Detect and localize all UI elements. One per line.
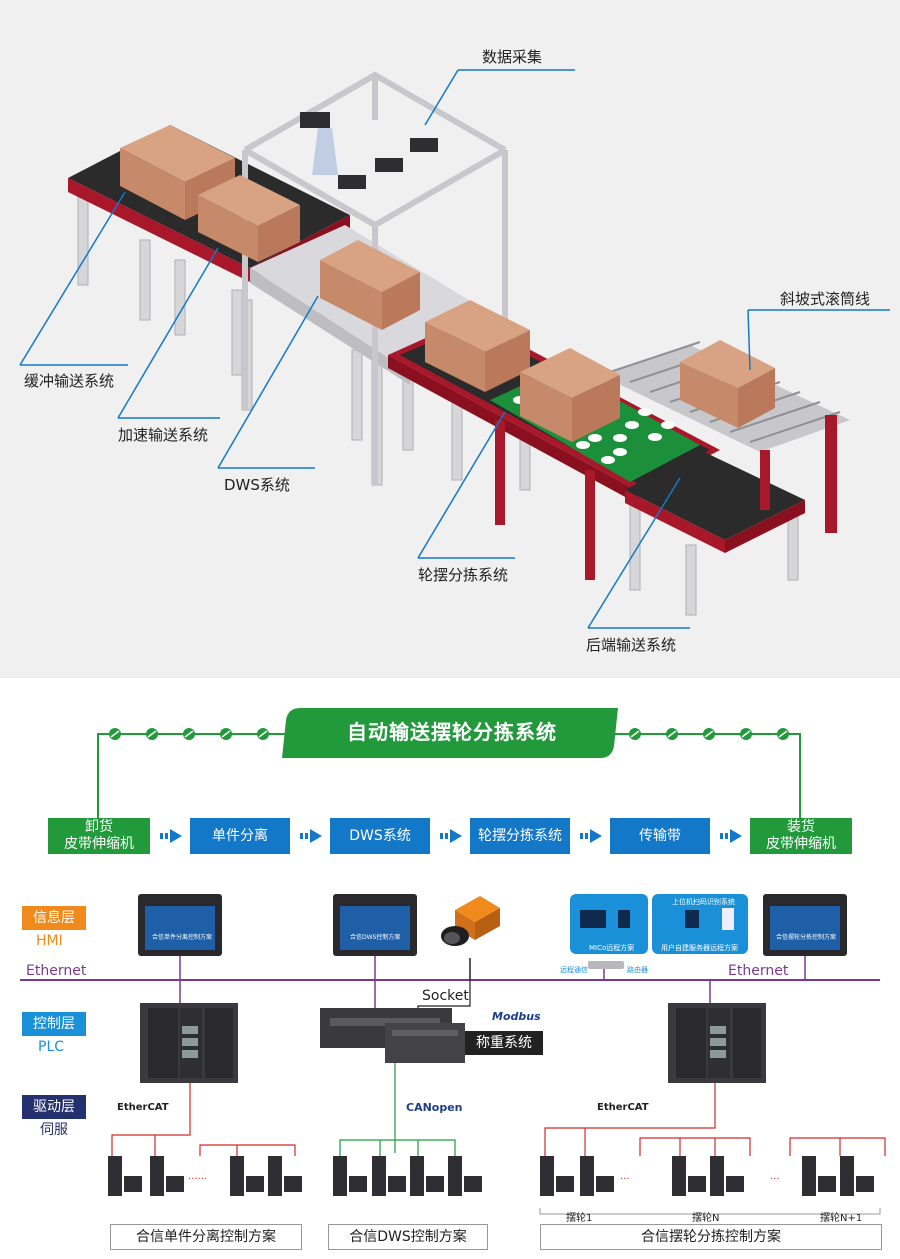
flow-conveyor-belt-label: 传输带 [639, 827, 681, 844]
label-wheel-sorter: 轮摆分拣系统 [418, 566, 509, 584]
hmi2-screen-text: 合信DWS控制方案 [350, 934, 401, 941]
layer-drive-sub: 伺服 [40, 1122, 68, 1138]
camera-icon [441, 896, 500, 946]
router-label: 路由器 [627, 966, 648, 974]
ethernet-label-right: Ethernet [728, 963, 789, 979]
remote-comm-label: 远程通信 [560, 966, 588, 974]
footer-single-separation: 合信单件分离控制方案 [110, 1224, 302, 1250]
layer-info-tag: 信息层 [22, 906, 86, 930]
label-buffer-conveyor: 缓冲输送系统 [24, 372, 115, 390]
weighing-system-box: 称重系统 [465, 1031, 543, 1055]
layer-ctrl-tag: 控制层 [22, 1012, 86, 1036]
flow-dws: DWS系统 [330, 818, 430, 854]
flow-dws-label: DWS系统 [349, 827, 411, 844]
micro-remote-label: MICo远程方案 [589, 944, 635, 952]
plc-modules [140, 1003, 766, 1083]
label-incline-roller: 斜坡式滚筒线 [780, 290, 871, 308]
flow-wheel-sorter-label: 轮摆分拣系统 [478, 827, 562, 844]
footer-dws: 合信DWS控制方案 [328, 1224, 488, 1250]
flow-load-line1: 装货 [787, 819, 815, 835]
footer-wheel-sorter: 合信摆轮分拣控制方案 [540, 1224, 882, 1250]
diagram-title: 自动输送摆轮分拣系统 [347, 720, 557, 744]
ethercat-logo-left: EtherCAT [117, 1102, 169, 1113]
flow-wheel-sorter: 轮摆分拣系统 [470, 818, 570, 854]
modbus-logo: Modbus [492, 1010, 541, 1023]
label-data-collection: 数据采集 [482, 48, 543, 66]
conveyor-illustration: 数据采集 斜坡式滚筒线 缓冲输送系统 加速输送系统 DWS系统 轮摆分拣系统 后… [0, 0, 900, 678]
flow-load-line2: 皮带伸缩机 [766, 836, 836, 852]
label-accel-conveyor: 加速输送系统 [118, 426, 209, 444]
flow-arrow-icon [160, 829, 182, 843]
hmi1-screen-text: 合信单件分离控制方案 [152, 934, 213, 941]
flow-arrow-icon [300, 829, 322, 843]
system-diagram: 自动输送摆轮分拣系统 卸货 皮带伸缩机 单件分离 DWS系统 轮摆分拣系统 传输… [0, 678, 900, 1259]
flow-load-extender: 装货 皮带伸缩机 [750, 818, 852, 854]
wheel-n1-label: 摆轮N+1 [820, 1213, 863, 1224]
label-rear-conveyor: 后端输送系统 [586, 636, 677, 654]
layer-drive-tag: 驱动层 [22, 1095, 86, 1119]
canopen-logo: CANopen [406, 1101, 463, 1114]
hmi-monitors [138, 894, 847, 956]
flow-unload-line1: 卸货 [85, 819, 113, 835]
ethercat-logo-right: EtherCAT [597, 1102, 649, 1113]
conveyor-drawing [19, 69, 890, 629]
label-dws-system: DWS系统 [224, 476, 290, 494]
cloud-top-label: 上位机扫码识别系统 [672, 898, 735, 906]
servo-drives [108, 1156, 874, 1196]
wheel-1-label: 摆轮1 [566, 1213, 593, 1224]
socket-label: Socket [422, 988, 469, 1004]
flow-single-separation: 单件分离 [190, 818, 290, 854]
flow-single-separation-label: 单件分离 [212, 827, 268, 844]
wheel-n-label: 摆轮N [692, 1213, 720, 1224]
flow-unload-line2: 皮带伸缩机 [64, 836, 134, 852]
layer-info-sub: HMI [36, 933, 63, 949]
router-icon [588, 961, 624, 969]
servo-dots-right: ··· [770, 1174, 780, 1185]
diagram-lines [20, 708, 886, 1215]
flow-arrow-icon [720, 829, 742, 843]
micro-remote-panel [570, 894, 648, 954]
servo-dots-left: ······ [188, 1174, 208, 1185]
title-bar-bg [282, 708, 618, 758]
hmi3-screen-text: 合信摆轮分拣控制方案 [776, 934, 837, 941]
flow-arrow-icon [580, 829, 602, 843]
user-server-label: 用户自建服务器远程方案 [661, 944, 738, 952]
layer-ctrl-sub: PLC [38, 1039, 65, 1055]
flow-arrow-icon [440, 829, 462, 843]
servo-dots-mid: ··· [620, 1174, 630, 1185]
flow-conveyor-belt: 传输带 [610, 818, 710, 854]
flow-unload-extender: 卸货 皮带伸缩机 [48, 818, 150, 854]
ethernet-label-left: Ethernet [26, 963, 87, 979]
